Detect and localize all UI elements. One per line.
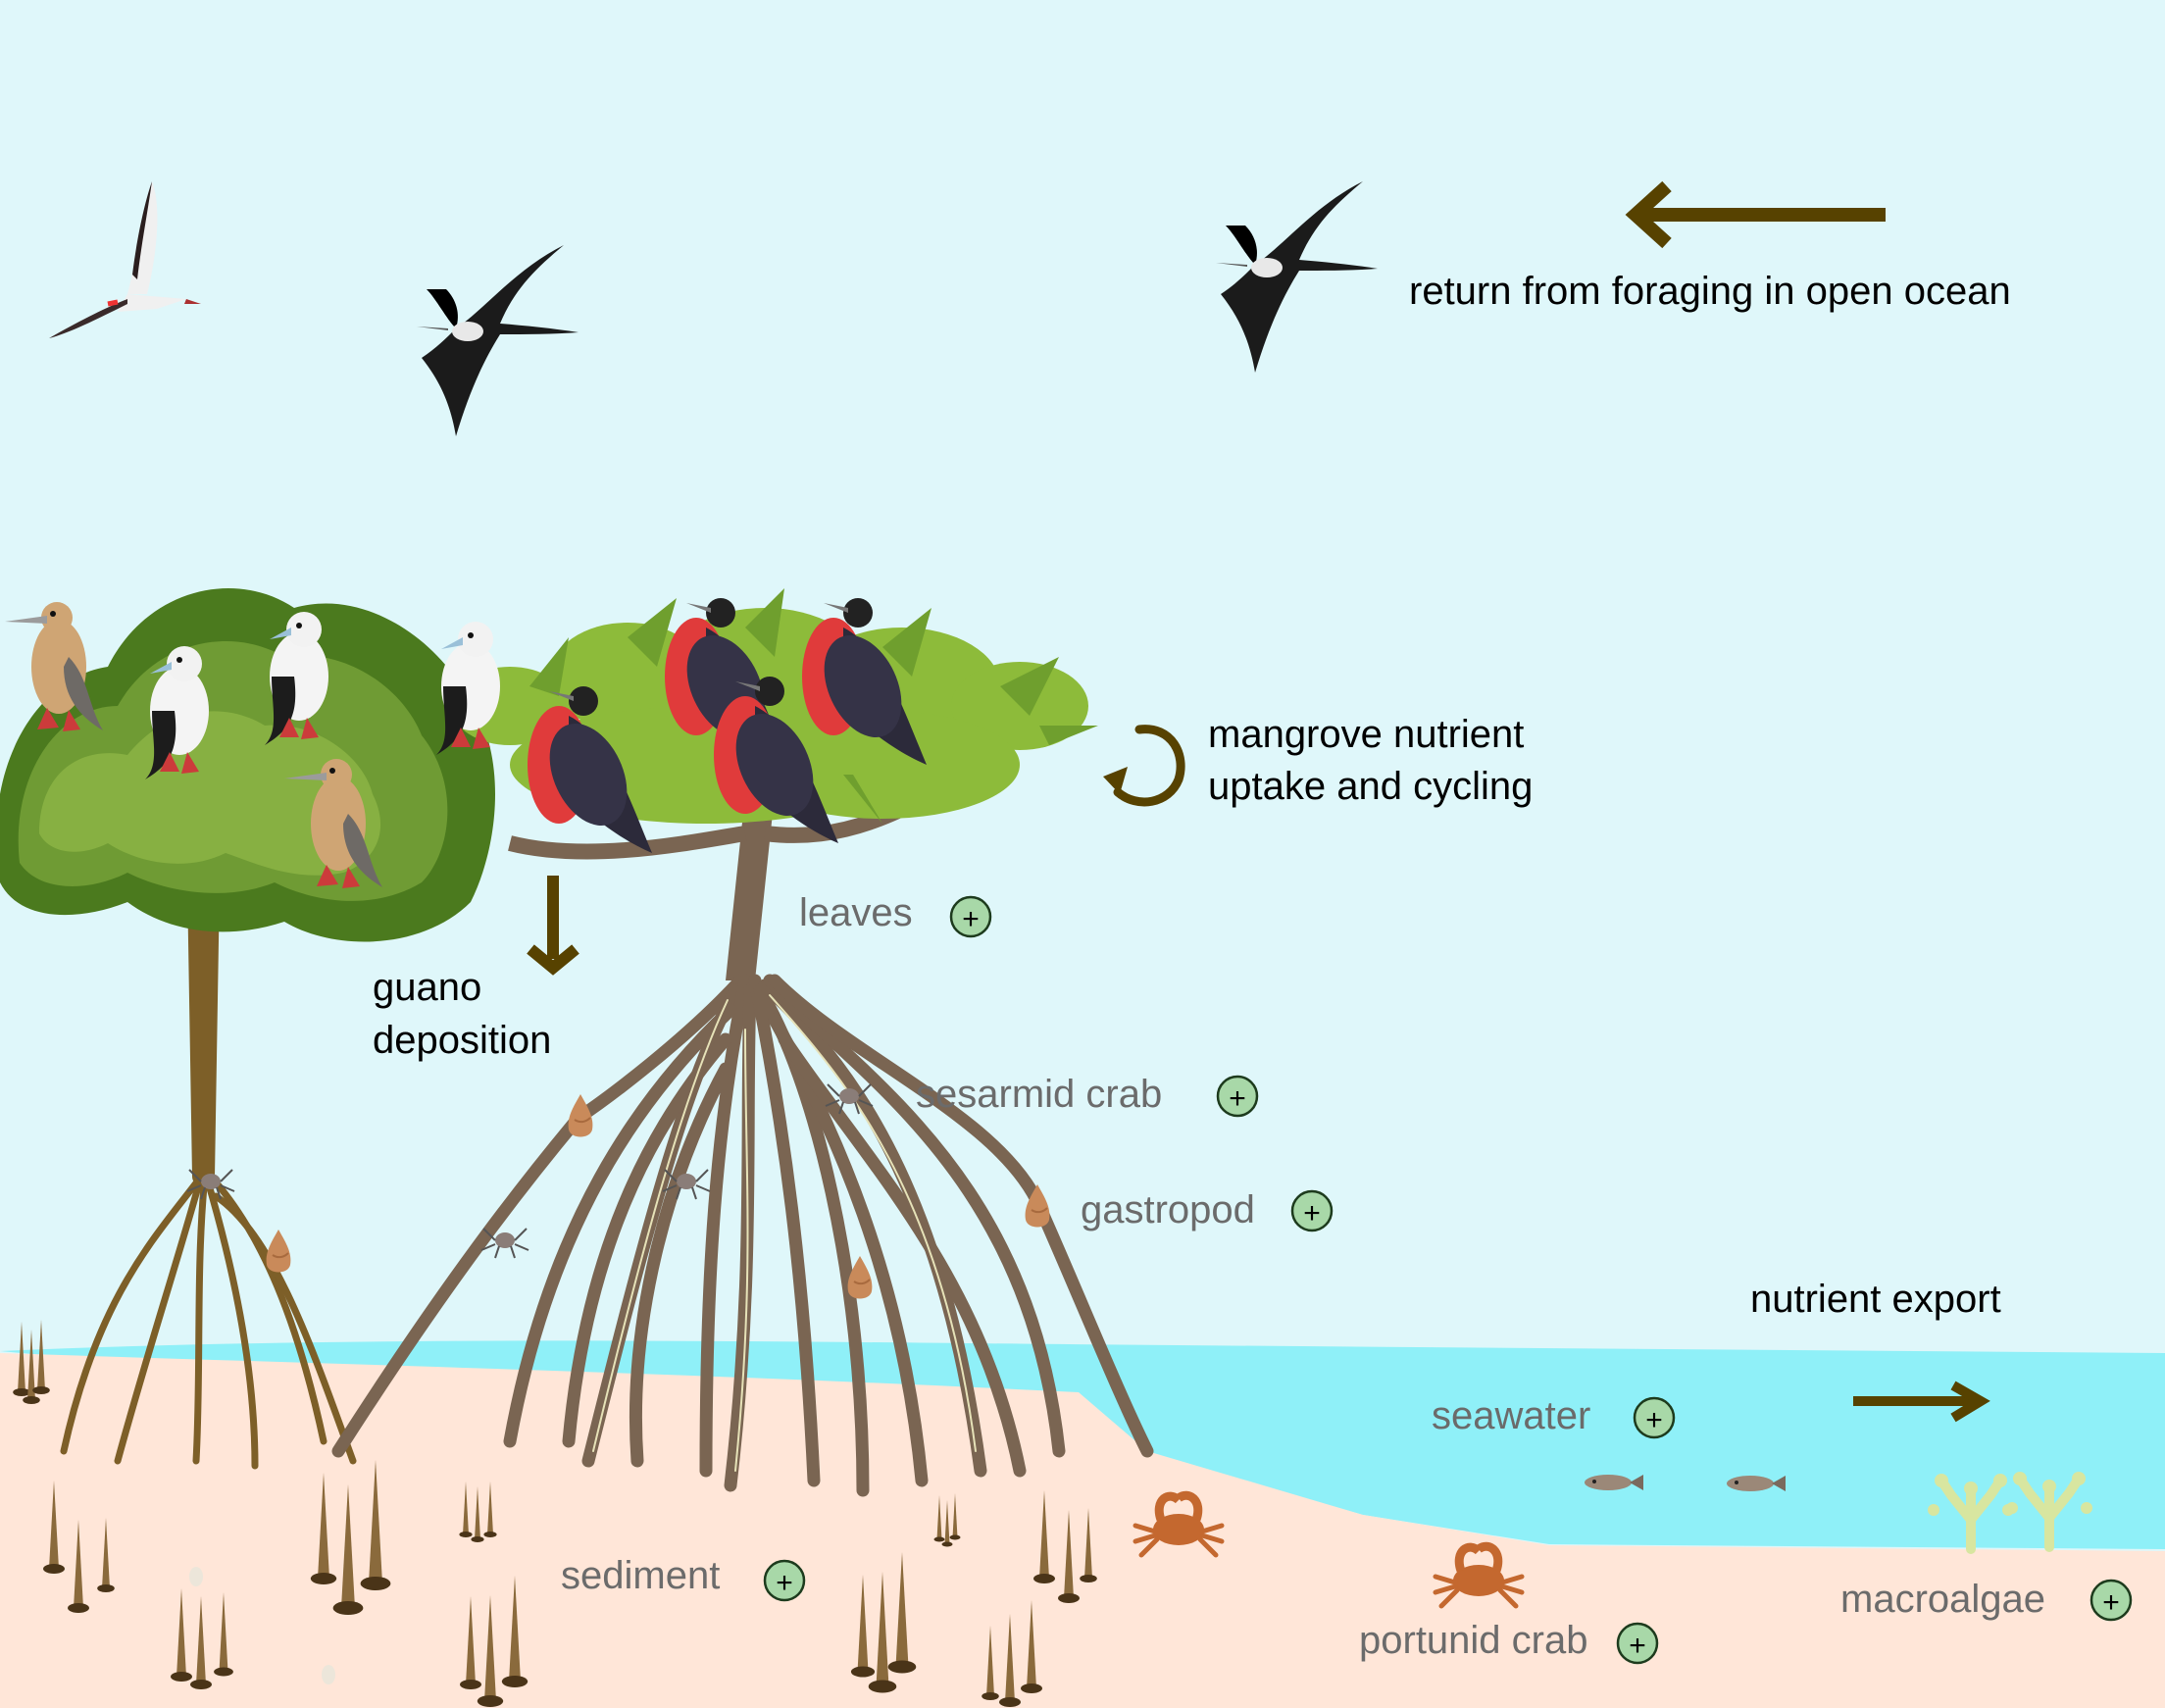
arrow-left-icon xyxy=(1625,180,1886,249)
seawater-label: seawater xyxy=(1432,1394,1590,1437)
plus-badge xyxy=(2089,1579,2133,1622)
compartment-seawater: seawater + xyxy=(1432,1394,1676,1439)
plus-badge-sign: + xyxy=(1645,1404,1663,1436)
guano-label-line1: guano xyxy=(373,966,481,1009)
cycling-label-line2: uptake and cycling xyxy=(1208,765,1533,808)
plus-badge-sign: + xyxy=(776,1567,793,1599)
compartment-portunid-crab: portunid crab + xyxy=(1359,1619,1659,1665)
compartment-gastropod: gastropod + xyxy=(1081,1188,1334,1232)
compartment-leaves: leaves + xyxy=(799,891,992,938)
plus-badge-sign: + xyxy=(1303,1197,1321,1230)
plus-badge-sign: + xyxy=(1229,1082,1246,1115)
plus-badge xyxy=(1216,1075,1259,1118)
guano-label-line2: deposition xyxy=(373,1019,551,1062)
cycling-label-line1: mangrove nutrient xyxy=(1208,713,1524,756)
sesarmid-crab-label: sesarmid crab xyxy=(916,1073,1162,1116)
plus-badge-sign: + xyxy=(2102,1586,2120,1619)
plus-badge-sign: + xyxy=(1629,1630,1646,1662)
red-footed-booby-icon xyxy=(49,181,201,338)
compartment-sediment: sediment + xyxy=(561,1554,806,1602)
export-label: nutrient export xyxy=(1750,1278,2001,1321)
arrow-down-icon xyxy=(527,876,579,976)
arrow-right-icon xyxy=(1853,1381,1990,1423)
sediment-area xyxy=(0,1353,2165,1708)
plus-badge xyxy=(1616,1622,1659,1665)
pebble xyxy=(322,1665,335,1684)
plus-badge xyxy=(1290,1189,1334,1232)
plus-badge xyxy=(949,895,992,938)
pebble xyxy=(189,1567,203,1586)
plus-badge xyxy=(1633,1396,1676,1439)
compartment-macroalgae: macroalgae + xyxy=(1840,1578,2133,1622)
plus-badge-sign: + xyxy=(962,903,980,935)
macroalgae-label: macroalgae xyxy=(1840,1578,2045,1621)
foraging-label: return from foraging in open ocean xyxy=(1409,270,2011,313)
cycle-arrow-icon xyxy=(1103,725,1185,807)
portunid-crab-label: portunid crab xyxy=(1359,1619,1587,1662)
plus-badge xyxy=(763,1559,806,1602)
leaves-label: leaves xyxy=(799,891,913,934)
gastropod-label: gastropod xyxy=(1081,1188,1255,1231)
compartment-sesarmid-crab: sesarmid crab + xyxy=(916,1073,1259,1118)
sediment-label: sediment xyxy=(561,1554,720,1597)
